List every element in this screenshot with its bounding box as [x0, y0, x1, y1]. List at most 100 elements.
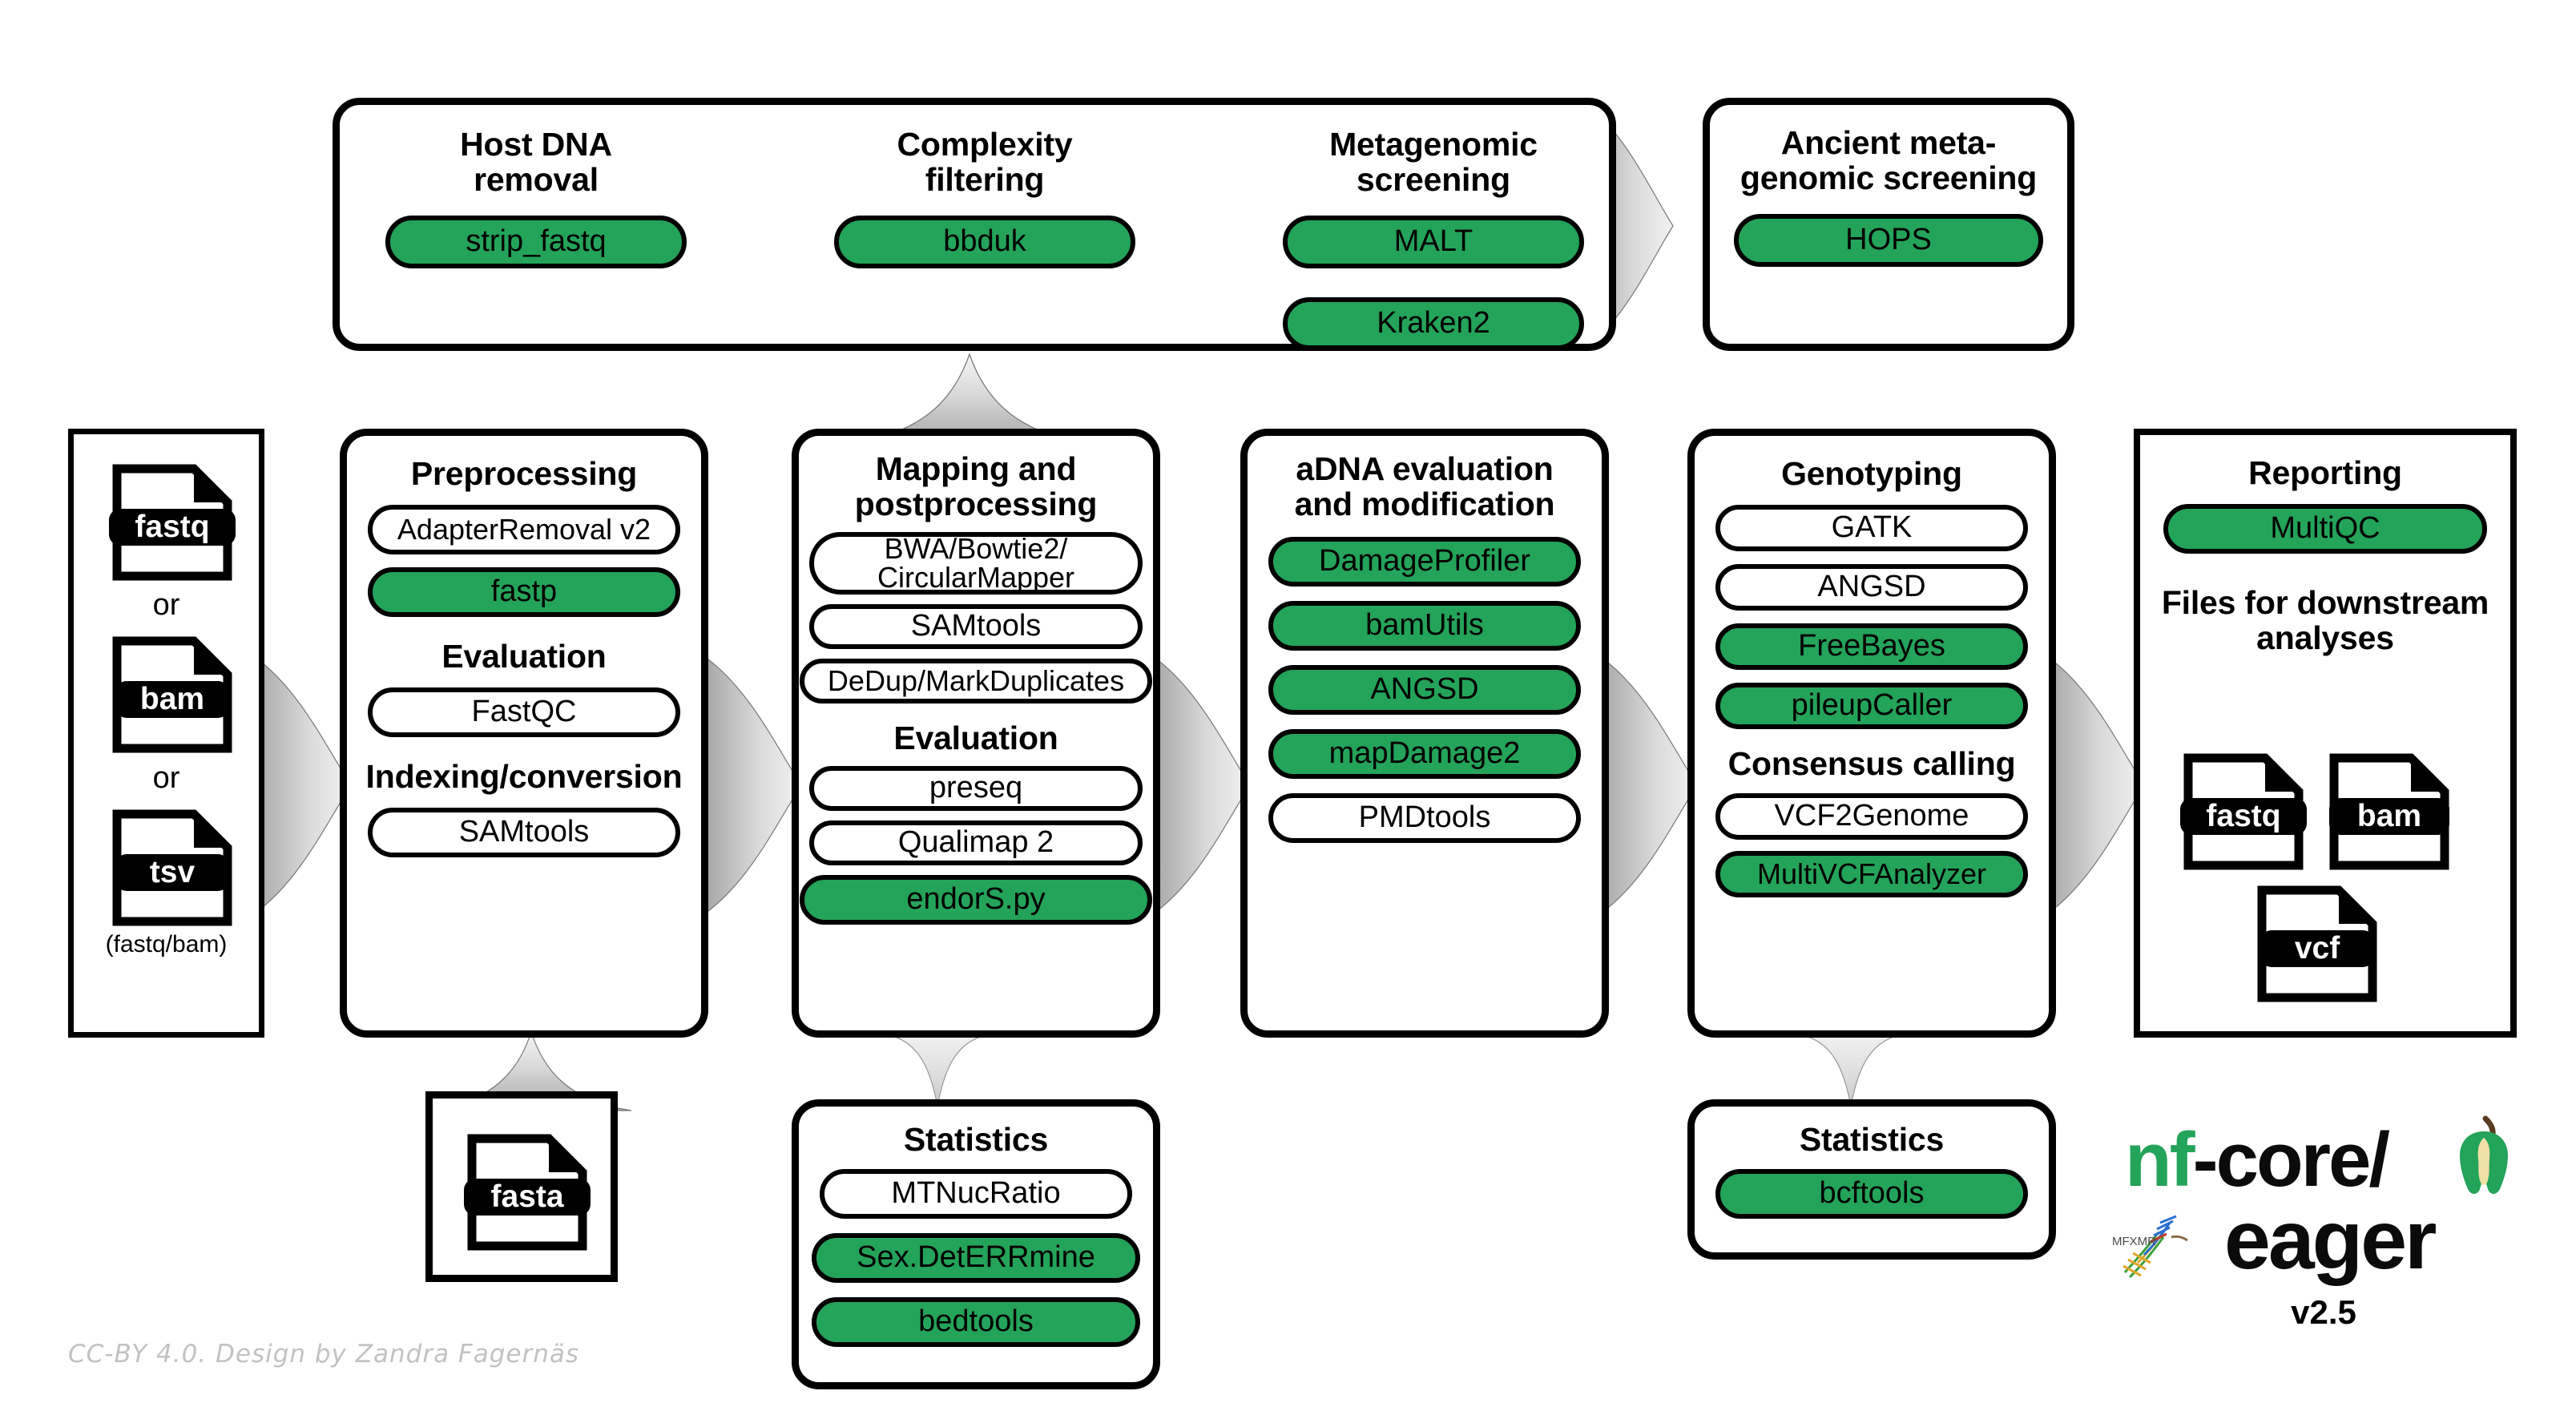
tool-pill-mtnucratio[interactable]: MTNucRatio	[820, 1168, 1132, 1219]
tool-label: MultiVCFAnalyzer	[1756, 857, 1987, 890]
tool-pill-adapterremoval-v2[interactable]: AdapterRemoval v2	[368, 504, 680, 554]
top-row-container: Host DNA removal strip_fastq Complexity …	[333, 98, 1616, 351]
tool-label: Qualimap 2	[897, 824, 1054, 859]
tool-label: ANGSD	[1817, 569, 1926, 603]
logo-nf-text: nf	[2125, 1117, 2195, 1203]
tool-label: DamageProfiler	[1319, 543, 1530, 578]
tool-pill-sex-deterrmine[interactable]: Sex.DetERRmine	[812, 1232, 1140, 1283]
group-genotyping: Genotyping GATK ANGSD FreeBayes pileupCa…	[1687, 429, 2056, 1038]
tool-pill-bedtools[interactable]: bedtools	[812, 1296, 1140, 1347]
group-preprocessing: Preprocessing AdapterRemoval v2 fastp Ev…	[340, 429, 708, 1038]
group-mapping-postprocessing: Mapping and postprocessing BWA/Bowtie2/ …	[792, 429, 1160, 1038]
group-reporting: Reporting MultiQC Files for downstream a…	[2134, 429, 2517, 1038]
tool-pill-angsd-adna[interactable]: ANGSD	[1268, 664, 1581, 715]
tool-pill-bamutils[interactable]: bamUtils	[1268, 600, 1581, 651]
tsv-file-icon: tsv	[109, 808, 236, 928]
tool-pill-qualimap-2[interactable]: Qualimap 2	[809, 820, 1143, 865]
logo-core-text: -core/	[2192, 1117, 2390, 1203]
group-ancient-metagenomic-screening: Ancient meta- genomic screening HOPS	[1703, 98, 2074, 351]
tool-pill-bwa-bowtie2-circularmapper[interactable]: BWA/Bowtie2/ CircularMapper	[809, 531, 1143, 595]
fastq-file-icon: fastq	[2180, 752, 2307, 872]
tool-label: preseq	[929, 770, 1023, 804]
tool-pill-hops[interactable]: HOPS	[1734, 213, 2043, 267]
input-format-note: (fastq/bam)	[105, 931, 228, 958]
tool-label: bcftools	[1819, 1175, 1925, 1210]
tool-pill-damageprofiler[interactable]: DamageProfiler	[1268, 536, 1581, 587]
svg-text:tsv: tsv	[150, 855, 196, 889]
apple-core-icon	[2453, 1115, 2514, 1200]
group-host-dna-removal: Host DNA removal strip_fastq	[364, 127, 708, 268]
svg-text:fastq: fastq	[2206, 799, 2280, 833]
tool-pill-multivcfanalyzer[interactable]: MultiVCFAnalyzer	[1715, 850, 2028, 897]
tool-label: Kraken2	[1377, 305, 1490, 340]
group-title: Metagenomic screening	[1329, 126, 1538, 198]
tool-label: pileupCaller	[1791, 687, 1953, 722]
subgroup-title-consensus-calling: Consensus calling	[1727, 744, 2016, 782]
tool-pill-gatk[interactable]: GATK	[1715, 504, 2028, 551]
group-title: aDNA evaluation and modification	[1294, 450, 1555, 522]
tool-pill-dedup-markduplicates[interactable]: DeDup/MarkDuplicates	[800, 658, 1152, 704]
logo-line-1: nf -core/	[2125, 1117, 2390, 1203]
tool-pill-bcftools[interactable]: bcftools	[1715, 1168, 2028, 1219]
tool-pill-preseq[interactable]: preseq	[809, 765, 1143, 811]
group-title: Preprocessing	[410, 455, 638, 492]
tool-pill-pmdtools[interactable]: PMDtools	[1268, 792, 1581, 843]
tool-label: bbduk	[943, 224, 1026, 258]
nf-core-eager-logo: nf -core/	[2112, 1115, 2532, 1362]
logo-eager-text: eager	[2224, 1194, 2437, 1287]
svg-text:vcf: vcf	[2295, 931, 2340, 966]
tool-pill-multiqc[interactable]: MultiQC	[2163, 503, 2487, 554]
tool-label: PMDtools	[1358, 800, 1491, 834]
tool-pill-samtools-mapping[interactable]: SAMtools	[809, 603, 1143, 649]
group-title: Complexity filtering	[897, 126, 1073, 198]
fasta-file-icon: fasta	[464, 1132, 591, 1252]
tool-pill-endors-py[interactable]: endorS.py	[800, 874, 1152, 925]
group-title: Reporting	[2248, 454, 2402, 491]
tool-label: FreeBayes	[1798, 628, 1945, 663]
tool-pill-fastqc[interactable]: FastQC	[368, 687, 680, 737]
svg-text:bam: bam	[2357, 799, 2421, 833]
tool-pill-angsd-genotyping[interactable]: ANGSD	[1715, 563, 2028, 611]
bam-file-icon: bam	[109, 635, 236, 755]
group-metagenomic-screening: Metagenomic screening MALT Kraken2	[1261, 127, 1606, 350]
group-title: Statistics	[1799, 1121, 1945, 1158]
tool-label: MTNucRatio	[891, 1175, 1061, 1210]
tool-pill-mapdamage2[interactable]: mapDamage2	[1268, 728, 1581, 779]
arrow-mapping-to-adna	[1153, 655, 1251, 915]
tool-label: HOPS	[1845, 222, 1932, 256]
tool-label: GATK	[1831, 510, 1913, 544]
tool-pill-vcf2genome[interactable]: VCF2Genome	[1715, 792, 2028, 840]
tool-label: bedtools	[918, 1304, 1034, 1338]
tool-label: SAMtools	[910, 608, 1042, 643]
tool-label: Sex.DetERRmine	[857, 1240, 1095, 1274]
credit-text: CC-BY 4.0. Design by Zandra Fagernäs	[68, 1340, 580, 1369]
tool-label: FastQC	[471, 694, 577, 728]
input-files-box: fastq or bam or tsv (fastq/bam)	[68, 429, 264, 1038]
svg-text:fastq: fastq	[135, 510, 209, 544]
tool-pill-fastp[interactable]: fastp	[368, 566, 680, 617]
reference-fasta-box: fasta	[425, 1091, 618, 1282]
tool-pill-freebayes[interactable]: FreeBayes	[1715, 623, 2028, 670]
tool-pill-samtools-preprocessing[interactable]: SAMtools	[368, 807, 680, 857]
logo-version: v2.5	[2291, 1293, 2356, 1331]
tool-pill-pileupcaller[interactable]: pileupCaller	[1715, 682, 2028, 729]
tool-label: strip_fastq	[466, 224, 607, 258]
tool-pill-kraken2[interactable]: Kraken2	[1283, 296, 1584, 350]
arrow-input-to-preprocessing	[254, 655, 352, 915]
subgroup-title-indexing-conversion: Indexing/conversion	[365, 757, 683, 795]
downstream-files-title: Files for downstream analyses	[2161, 583, 2489, 656]
group-statistics-mapping: Statistics MTNucRatio Sex.DetERRmine bed…	[792, 1099, 1160, 1389]
tool-label: mapDamage2	[1328, 736, 1521, 770]
tool-label: bamUtils	[1365, 607, 1484, 642]
dna-helix-icon: MFXMR	[2109, 1210, 2197, 1282]
arrow-genotyping-to-reporting	[2047, 655, 2145, 915]
tool-pill-strip-fastq[interactable]: strip_fastq	[385, 215, 687, 268]
bam-file-icon: bam	[2326, 752, 2453, 872]
tool-pill-bbduk[interactable]: bbduk	[834, 215, 1135, 268]
fastq-file-icon: fastq	[109, 462, 236, 583]
tool-label: DeDup/MarkDuplicates	[827, 663, 1125, 697]
svg-text:MFXMR: MFXMR	[2112, 1235, 2156, 1248]
tool-label: BWA/Bowtie2/ CircularMapper	[877, 531, 1075, 594]
tool-pill-malt[interactable]: MALT	[1283, 215, 1584, 268]
